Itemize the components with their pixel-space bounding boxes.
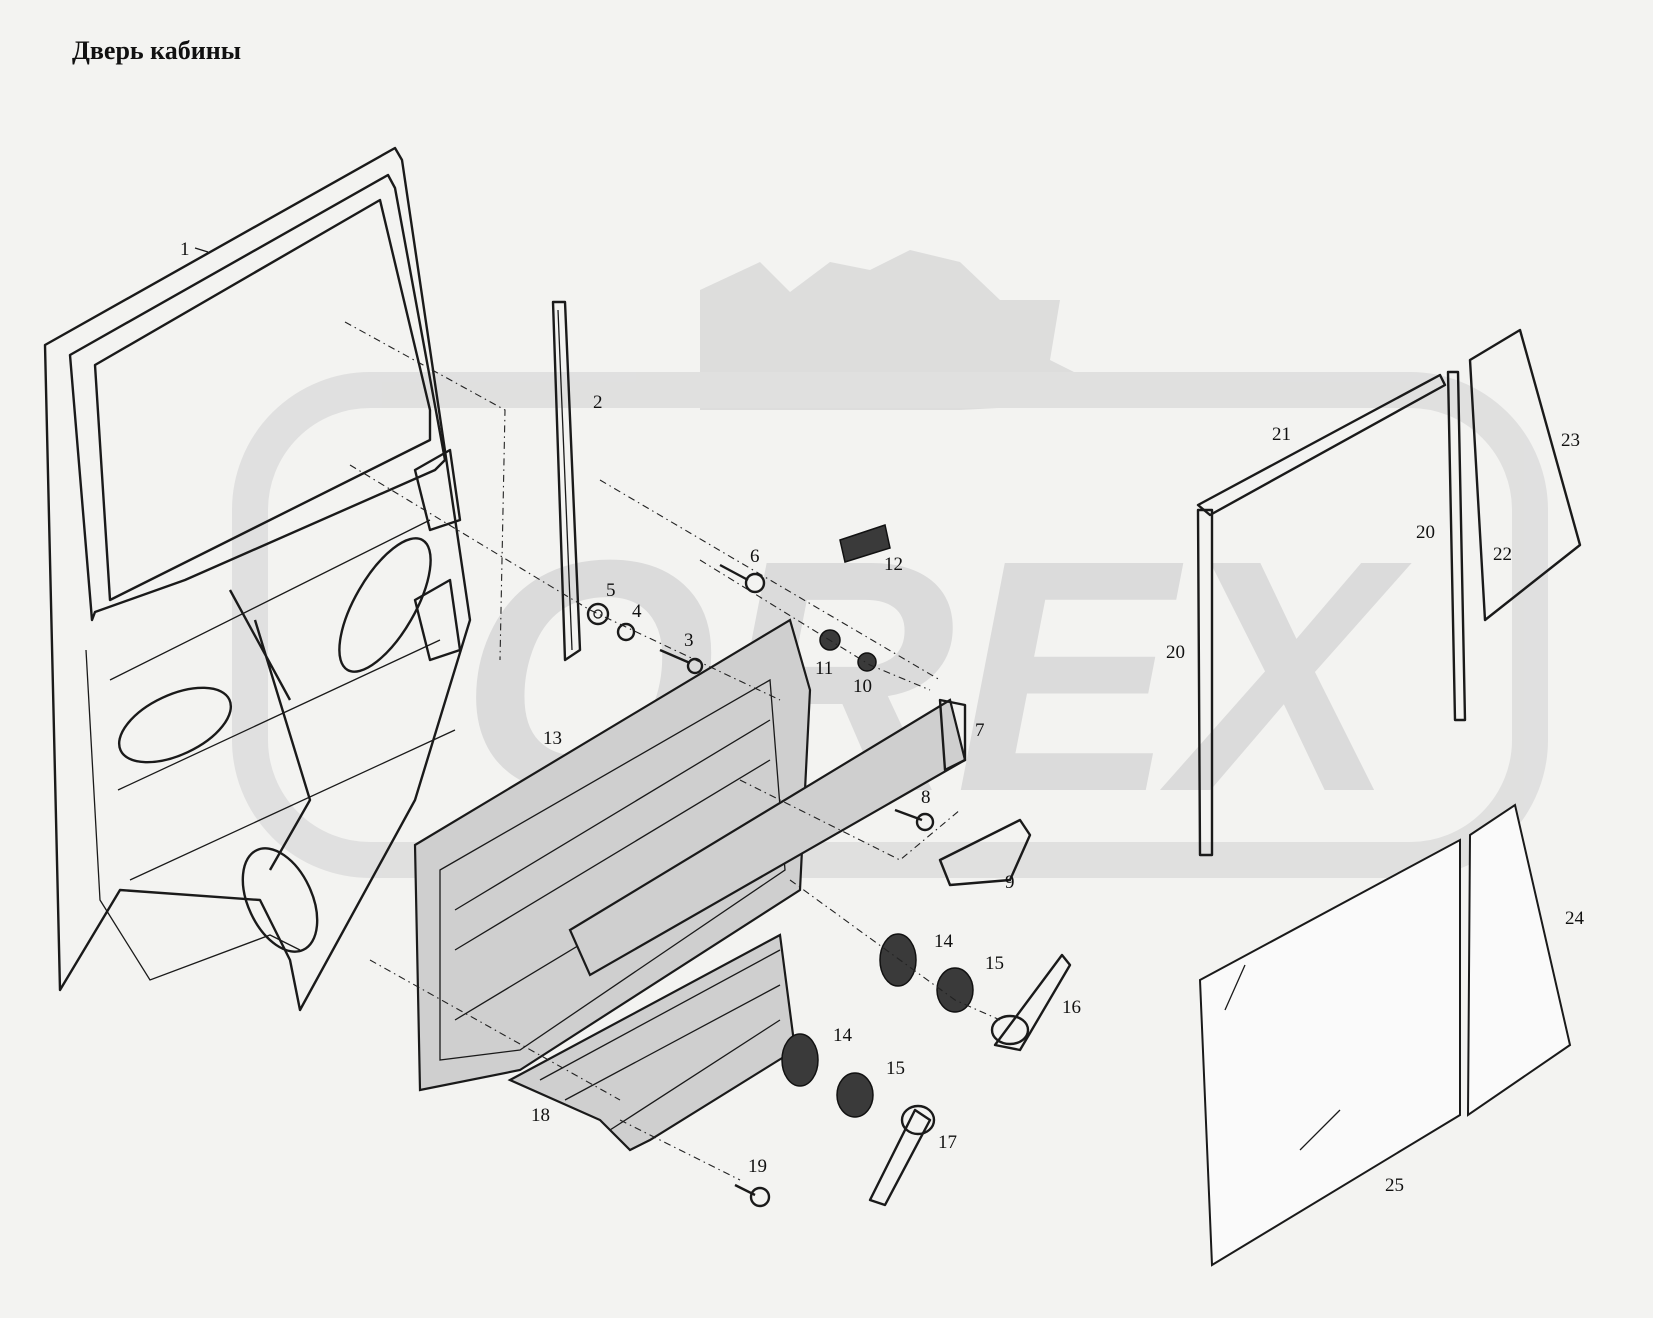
callout-11: 11 <box>815 658 833 679</box>
callout-6: 6 <box>750 546 760 567</box>
nut-4 <box>616 622 636 642</box>
callout-25: 25 <box>1385 1175 1404 1196</box>
seal-21 <box>1196 373 1447 517</box>
glass-run-channel <box>551 300 582 662</box>
callout-21: 21 <box>1272 424 1291 445</box>
window-crank-17 <box>868 1104 936 1207</box>
seal-20-left <box>1196 508 1214 857</box>
callout-20a: 20 <box>1166 642 1185 663</box>
callout-23: 23 <box>1561 430 1580 451</box>
callout-5: 5 <box>606 580 616 601</box>
callout-16: 16 <box>1062 997 1081 1018</box>
callout-14a: 14 <box>934 931 954 952</box>
window-crank-16 <box>990 953 1072 1052</box>
callout-22: 22 <box>1493 544 1512 565</box>
callout-12: 12 <box>884 554 903 575</box>
page-title: Дверь кабины <box>72 36 242 65</box>
rosette-14a <box>879 933 917 987</box>
callout-2: 2 <box>593 392 603 413</box>
clip-12 <box>839 524 891 563</box>
washer-5 <box>586 602 610 626</box>
spring-15a <box>936 967 974 1013</box>
callout-8: 8 <box>921 787 931 808</box>
bolt-6 <box>719 563 766 594</box>
vent-glass-24 <box>1466 803 1572 1117</box>
callout-18: 18 <box>531 1105 550 1126</box>
callout-1: 1 <box>180 239 190 260</box>
callout-24: 24 <box>1565 908 1585 929</box>
bolt-3 <box>659 648 704 675</box>
callouts: 1 2 3 4 5 6 7 8 9 10 11 12 13 14 14 15 1… <box>180 239 1585 1196</box>
rosette-14b <box>781 1033 819 1087</box>
nut-10 <box>857 652 877 672</box>
screw-8 <box>894 808 935 832</box>
callout-15a: 15 <box>985 953 1004 974</box>
callout-15b: 15 <box>886 1058 905 1079</box>
callout-19: 19 <box>748 1156 767 1177</box>
callout-3: 3 <box>684 630 694 651</box>
lower-trim-18 <box>507 933 797 1152</box>
spring-15b <box>836 1072 874 1118</box>
callout-9: 9 <box>1005 872 1015 893</box>
callout-10: 10 <box>853 676 872 697</box>
assembly-lines <box>344 321 1001 1181</box>
vent-frame-22 <box>1468 328 1582 622</box>
screw-19 <box>734 1183 771 1208</box>
callout-20b: 20 <box>1416 522 1435 543</box>
callout-4: 4 <box>632 601 642 622</box>
callout-17: 17 <box>938 1132 957 1153</box>
door-glass-25 <box>1198 838 1461 1267</box>
callout-7: 7 <box>975 720 985 741</box>
armrest <box>568 698 967 977</box>
callout-13: 13 <box>543 728 562 749</box>
door-panel <box>43 146 472 1012</box>
seal-20-right <box>1446 370 1467 722</box>
inner-handle-9 <box>938 818 1032 887</box>
callout-14b: 14 <box>833 1025 853 1046</box>
